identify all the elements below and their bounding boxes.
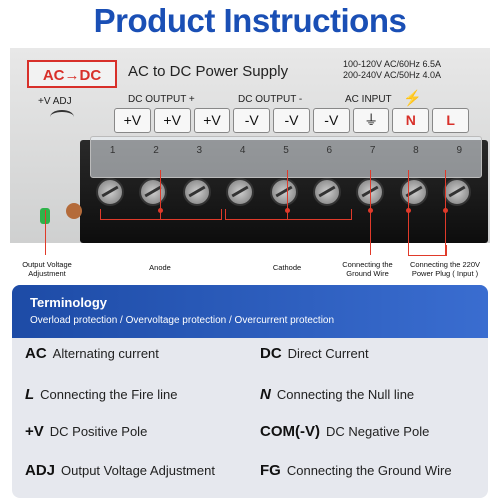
- terminal-label: -V: [312, 108, 350, 133]
- term-desc: Direct Current: [287, 346, 369, 361]
- term-item: FG Connecting the Ground Wire: [260, 462, 452, 479]
- terminal-number: 1: [109, 145, 116, 156]
- screw-icon: [399, 178, 428, 206]
- terminal-label: +V: [114, 108, 151, 133]
- terminal-labels: +V +V +V -V -V -V ⏚ N L: [114, 108, 470, 133]
- terminal-number: 6: [326, 145, 333, 156]
- page-title: Product Instructions: [93, 2, 407, 39]
- term-abbr: ADJ: [25, 462, 56, 479]
- live-terminal-label: L: [432, 108, 470, 133]
- callout-anode: Anode: [149, 263, 171, 272]
- term-abbr: N: [260, 386, 271, 403]
- term-item: DC Direct Current: [260, 345, 369, 362]
- term-item: +V DC Positive Pole: [25, 423, 147, 440]
- terminal-number: 2: [153, 145, 159, 156]
- terminal-screws: [96, 178, 471, 218]
- term-item: COM(-V) DC Negative Pole: [260, 423, 429, 440]
- term-item: L Connecting the Fire line: [25, 386, 177, 403]
- callout-adjust: Output Voltage Adjustment: [22, 260, 72, 278]
- term-abbr: AC: [25, 345, 47, 362]
- ground-dot: [368, 208, 373, 213]
- terminal-number: 3: [196, 145, 203, 156]
- callout-cathode: Cathode: [272, 263, 302, 272]
- term-desc: Connecting the Null line: [276, 387, 415, 402]
- cathode-leader: [287, 170, 288, 220]
- terminal-cover: 1 2 3 4 5 6 7 8 9: [90, 136, 482, 178]
- screw-icon: [139, 178, 168, 206]
- term-item: N Connecting the Null line: [260, 386, 414, 403]
- terminal-label: +V: [153, 108, 191, 133]
- term-desc: Alternating current: [52, 346, 159, 361]
- l-dot: [443, 208, 448, 213]
- screw-icon: [182, 178, 211, 206]
- term-desc: Connecting the Fire line: [40, 387, 178, 402]
- screw-icon: [269, 178, 298, 206]
- terminology-header: Terminology Overload protection / Overvo…: [12, 285, 488, 338]
- adjust-leader: [45, 210, 46, 255]
- terminal-label: -V: [273, 108, 310, 133]
- callout-power: Connecting the 220V Power Plug ( Input ): [409, 260, 481, 278]
- terminal-label: -V: [233, 108, 271, 133]
- device-heading: AC to DC Power Supply: [128, 63, 289, 80]
- term-abbr: +V: [25, 423, 44, 440]
- screw-icon: [443, 178, 471, 206]
- cathode-dot: [285, 208, 290, 213]
- terminal-number: 9: [456, 145, 463, 156]
- adj-label: +V ADJ: [38, 96, 72, 107]
- anode-dot: [158, 208, 163, 213]
- dc-output-neg-label: DC OUTPUT -: [238, 94, 303, 105]
- acdc-badge: AC→DC: [27, 60, 117, 88]
- terminology-panel: Terminology Overload protection / Overvo…: [12, 285, 488, 498]
- spec-line-2: 200-240V AC/50Hz 4.0A: [343, 70, 442, 80]
- term-desc: Connecting the Ground Wire: [286, 463, 452, 478]
- screw-icon: [226, 178, 255, 206]
- cathode-bracket: [225, 209, 352, 220]
- terminal-number: 8: [413, 145, 419, 156]
- terminal-number: 7: [369, 145, 376, 156]
- term-abbr: COM(-V): [260, 423, 320, 440]
- screw-icon: [312, 178, 341, 206]
- term-item: AC Alternating current: [25, 345, 159, 362]
- n-dot: [406, 208, 411, 213]
- power-bracket: [408, 245, 447, 256]
- terminal-number: 5: [283, 145, 289, 156]
- term-abbr: DC: [260, 345, 282, 362]
- anode-bracket: [100, 209, 222, 220]
- terminal-label: +V: [193, 108, 231, 133]
- term-desc: DC Positive Pole: [49, 424, 148, 439]
- term-desc: DC Negative Pole: [326, 424, 430, 439]
- dc-output-pos-label: DC OUTPUT +: [128, 94, 195, 105]
- adjust-potentiometer: [66, 203, 82, 219]
- neutral-terminal-label: N: [392, 108, 430, 133]
- terminology-title: Terminology: [30, 295, 108, 310]
- lightning-icon: ⚡: [403, 90, 422, 107]
- terminology-subtitle: Overload protection / Overvoltage protec…: [30, 315, 335, 326]
- power-supply-photo: AC→DC AC to DC Power Supply 100-120V AC/…: [10, 48, 490, 243]
- adj-dial-icon: [50, 110, 74, 124]
- term-abbr: FG: [260, 462, 281, 479]
- term-desc: Output Voltage Adjustment: [61, 463, 215, 478]
- screw-icon: [96, 178, 124, 206]
- spec-label: 100-120V AC/60Hz 6.5A 200-240V AC/50Hz 4…: [343, 59, 441, 81]
- term-item: ADJ Output Voltage Adjustment: [25, 462, 215, 479]
- term-abbr: L: [25, 386, 35, 403]
- spec-line-1: 100-120V AC/60Hz 6.5A: [343, 59, 442, 69]
- terminal-number: 4: [239, 145, 246, 156]
- ground-terminal-label: ⏚: [352, 108, 390, 133]
- terminal-numbers: 1 2 3 4 5 6 7 8 9: [91, 137, 481, 156]
- anode-leader: [160, 170, 161, 220]
- ac-input-label: AC INPUT: [345, 94, 392, 105]
- callout-ground: Connecting the Ground Wire: [342, 260, 393, 278]
